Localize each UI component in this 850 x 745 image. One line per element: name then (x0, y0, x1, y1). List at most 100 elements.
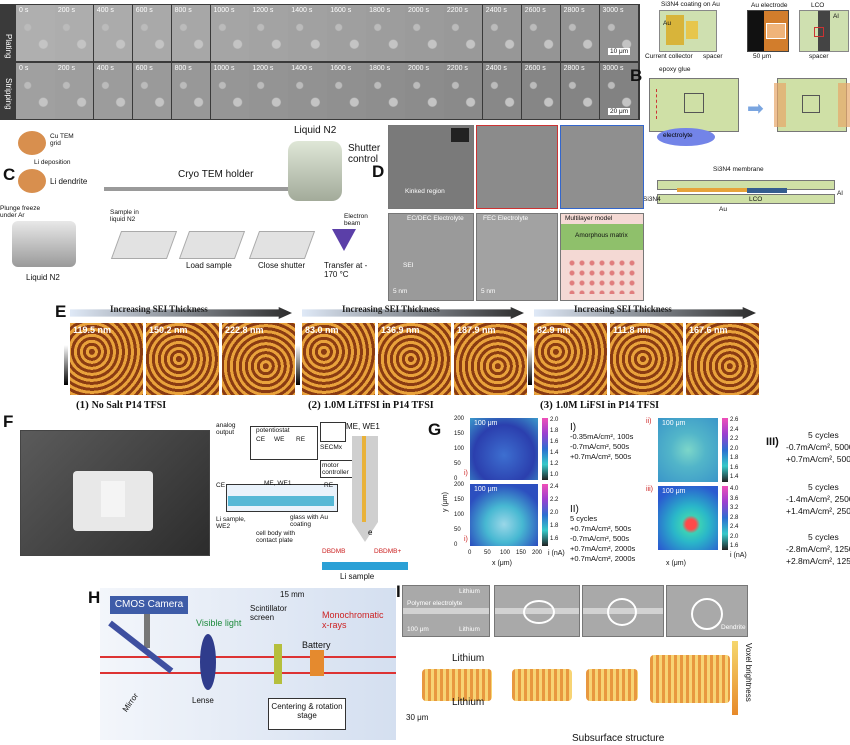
h-label-lense: Lense (192, 696, 214, 705)
colorbar-tick: 2.8 (730, 514, 739, 521)
f-tip-diagram: ME, WE1 e DBDMB DBDMB+ Li sample (322, 422, 408, 586)
time-label: 1600 s (330, 7, 352, 14)
panel-label-h: H (88, 588, 101, 607)
colorbar-right-bottom (722, 486, 728, 550)
f-label-dbdmb-plus: DBDMB+ (374, 548, 402, 555)
stripping-frame: 800 s (171, 63, 211, 119)
thickness-label: 150.2 nm (149, 325, 188, 335)
liquid-n2-dewar (12, 221, 76, 267)
y-tick-label: 100 (454, 512, 465, 518)
b-label-lco-2: LCO (749, 196, 763, 203)
tem-image-2 (476, 125, 558, 209)
f-label-analog: analog output (216, 422, 236, 436)
colorbar-tick: 2.2 (730, 436, 739, 442)
c-label-shutter: Shutter control (348, 143, 381, 165)
condition-iii-text: +0.7mA/cm², 5000s (786, 454, 850, 464)
panel-c: Cu TEM grid Li deposition Li dendrite Pl… (0, 125, 380, 295)
condition-iii-text: -2.8mA/cm², 1250s (786, 544, 850, 554)
condition-i-text: I) (570, 422, 577, 433)
condition-iii-text: 5 cycles (808, 532, 839, 542)
x-tick-label: 50 (484, 550, 491, 556)
afm-image: 167.6 nm (686, 323, 759, 395)
f-label-me-we1: ME, WE1 (264, 480, 292, 487)
f-label-ce-2: CE (216, 482, 226, 489)
colorbar-tick: 2.0 (730, 533, 739, 540)
map-scale-label: 100 μm (474, 486, 498, 493)
sei-thickness-arrow (70, 307, 292, 319)
sei-thickness-arrow (534, 307, 756, 319)
c-label-li-deposition: Li deposition (34, 159, 71, 166)
y-tick-label: 200 (454, 416, 465, 422)
electrolyte-number: (3) (540, 399, 556, 411)
c-label-cryo-holder: Cryo TEM holder (178, 169, 254, 180)
stripping-frame: 600 s (132, 63, 172, 119)
scale-bar-bottom: 20 μm (608, 108, 631, 115)
arrow-right-icon: ➡ (747, 98, 764, 120)
f-schematic: analog output potentiostat CE WE RE SECM… (216, 422, 364, 582)
condition-iii-title: III) (766, 436, 779, 448)
f-label-dbdmb: DBDMB (322, 548, 346, 555)
plating-frame: 0 s (16, 5, 55, 61)
time-label: 2200 s (446, 65, 468, 72)
b-label-si3n4-membrane: Si3N4 membrane (713, 166, 764, 173)
condition-ii-text: 5 cycles (570, 514, 598, 523)
condition-ii-text: +0.7mA/cm², 2000s (570, 544, 636, 553)
sei-thickness-arrow (302, 307, 524, 319)
multilayer-model: Multilayer model Amorphous matrix (560, 213, 644, 301)
x-axis-label: x (μm) (666, 560, 686, 567)
time-label: 2800 s (563, 65, 585, 72)
sub-label: iii) (646, 486, 653, 493)
stripping-frame: 2200 s (443, 63, 483, 119)
h-label-15mm: 15 mm (280, 590, 305, 599)
time-label: 1000 s (213, 7, 235, 14)
time-label: 2600 s (524, 7, 546, 14)
d-label-multilayer: Multilayer model (565, 215, 613, 222)
c-label-cu-grid: Cu TEM grid (50, 133, 74, 147)
battery (310, 650, 324, 676)
electrolyte-name: 1.0M LiFSI in P14 TFSI (555, 400, 660, 411)
thickness-label: 82.9 nm (537, 325, 571, 335)
f-label-cell-body: cell body with contact plate (256, 530, 296, 544)
stripping-frame: 2800 s (560, 63, 600, 119)
y-tick-label: 0 (454, 542, 458, 548)
tem-image-3 (560, 125, 644, 209)
panel-b: Si3N4 coating on Au Au Au electrode Al L… (630, 0, 850, 230)
plating-frame: 800 s (171, 5, 211, 61)
plating-frame: 1800 s (366, 5, 405, 61)
stripping-frame: 400 s (93, 63, 133, 119)
panel-label-b: B (630, 66, 643, 85)
colorbar-tick: 1.4 (550, 450, 559, 456)
i-label-dendrite: Dendrite (721, 624, 746, 631)
f-label-glass: glass with Au coating (290, 514, 328, 528)
stripping-frame: 0 s (16, 63, 55, 119)
condition-iii-text: 5 cycles (808, 482, 839, 492)
time-label: 2000 s (408, 7, 430, 14)
d-label-amorphous: Amorphous matrix (575, 232, 628, 239)
plating-frame: 600 s (132, 5, 172, 61)
colorbar-tick: 2.4 (730, 426, 739, 433)
y-tick-label: 200 (454, 482, 465, 488)
time-label: 0 s (19, 7, 29, 14)
time-label: 1200 s (252, 65, 274, 72)
time-label: 1200 s (252, 7, 274, 14)
time-label: 1800 s (369, 7, 391, 14)
condition-i-text: +0.7mA/cm², 500s (570, 452, 632, 461)
f-label-re-2: RE (324, 482, 334, 489)
f-label-ce: CE (256, 436, 266, 443)
time-label: 400 s (96, 7, 114, 14)
cmos-camera: CMOS Camera (110, 596, 188, 614)
thickness-label: 111.8 nm (613, 325, 651, 335)
b-label-au-electrode: Au electrode (751, 2, 788, 9)
condition-iii-text: -1.4mA/cm², 2500s (786, 494, 850, 504)
condition-iii-text: +2.8mA/cm², 1250s (786, 556, 850, 566)
map-scale-label: 100 μm (662, 420, 686, 427)
h-label-battery: Battery (302, 640, 331, 650)
afm-colorbar (528, 345, 532, 385)
colorbar-tick: 2.6 (730, 417, 739, 423)
tem-image-5: FEC Electrolyte 5 nm (476, 213, 558, 301)
thickness-label: 136.9 nm (381, 325, 420, 335)
condition-i-text: -0.7mA/cm², 500s (570, 442, 630, 451)
x-tick-label: 200 (532, 550, 543, 556)
f-label-re: RE (296, 436, 306, 443)
